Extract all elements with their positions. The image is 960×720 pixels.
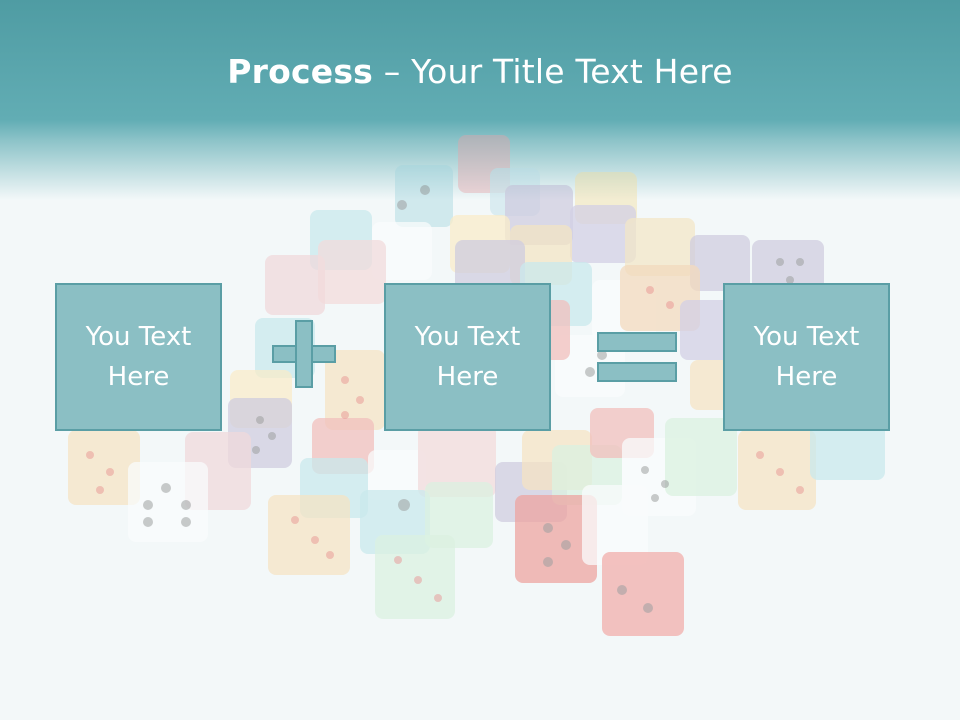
title-rest: – Your Title Text Here (373, 52, 733, 91)
process-box-1[interactable]: You Text Here (55, 283, 222, 431)
title-banner (0, 0, 960, 200)
equals-icon (597, 332, 677, 384)
plus-icon (272, 320, 336, 388)
process-box-3[interactable]: You Text Here (723, 283, 890, 431)
title-bold: Process (227, 52, 374, 91)
process-box-2[interactable]: You Text Here (384, 283, 551, 431)
slide-title: Process – Your Title Text Here (0, 52, 960, 91)
